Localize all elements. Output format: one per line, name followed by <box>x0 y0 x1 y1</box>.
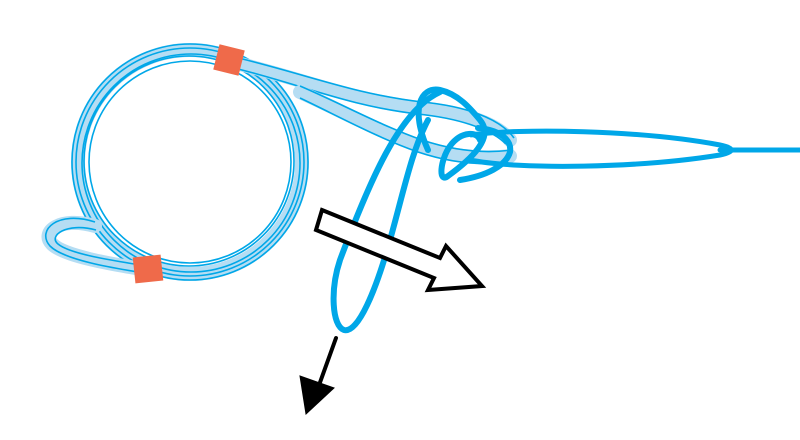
arrow-right-shape <box>313 207 487 293</box>
coil-strand-2 <box>75 47 305 277</box>
coil-strand-5 <box>88 60 292 264</box>
coil-strand-1 <box>71 43 309 281</box>
pull-arrow-down <box>299 336 338 416</box>
coil-outer-fill <box>71 43 309 281</box>
coil-strand-3 <box>81 53 301 273</box>
tag-loop-fill <box>41 215 155 277</box>
arrow-down-head <box>299 375 335 416</box>
tag-end-loop <box>41 215 155 277</box>
coil-band-top <box>213 44 245 76</box>
coil-strand-4 <box>83 55 295 267</box>
coil-band-bottom <box>132 254 164 284</box>
lead-strand-a <box>229 55 515 139</box>
main-line <box>469 128 800 169</box>
tag-loop-strand-b <box>54 226 147 267</box>
loop-wrap <box>415 86 488 181</box>
pull-arrow-right <box>313 207 487 293</box>
wire-coil <box>71 43 309 281</box>
arrow-down-shaft <box>316 336 338 390</box>
lead-strand-fill <box>225 55 517 147</box>
loop-turn <box>457 125 514 183</box>
line-loop <box>330 86 514 334</box>
tag-loop-strand-a <box>44 217 151 275</box>
loop-long-bight <box>330 89 443 334</box>
